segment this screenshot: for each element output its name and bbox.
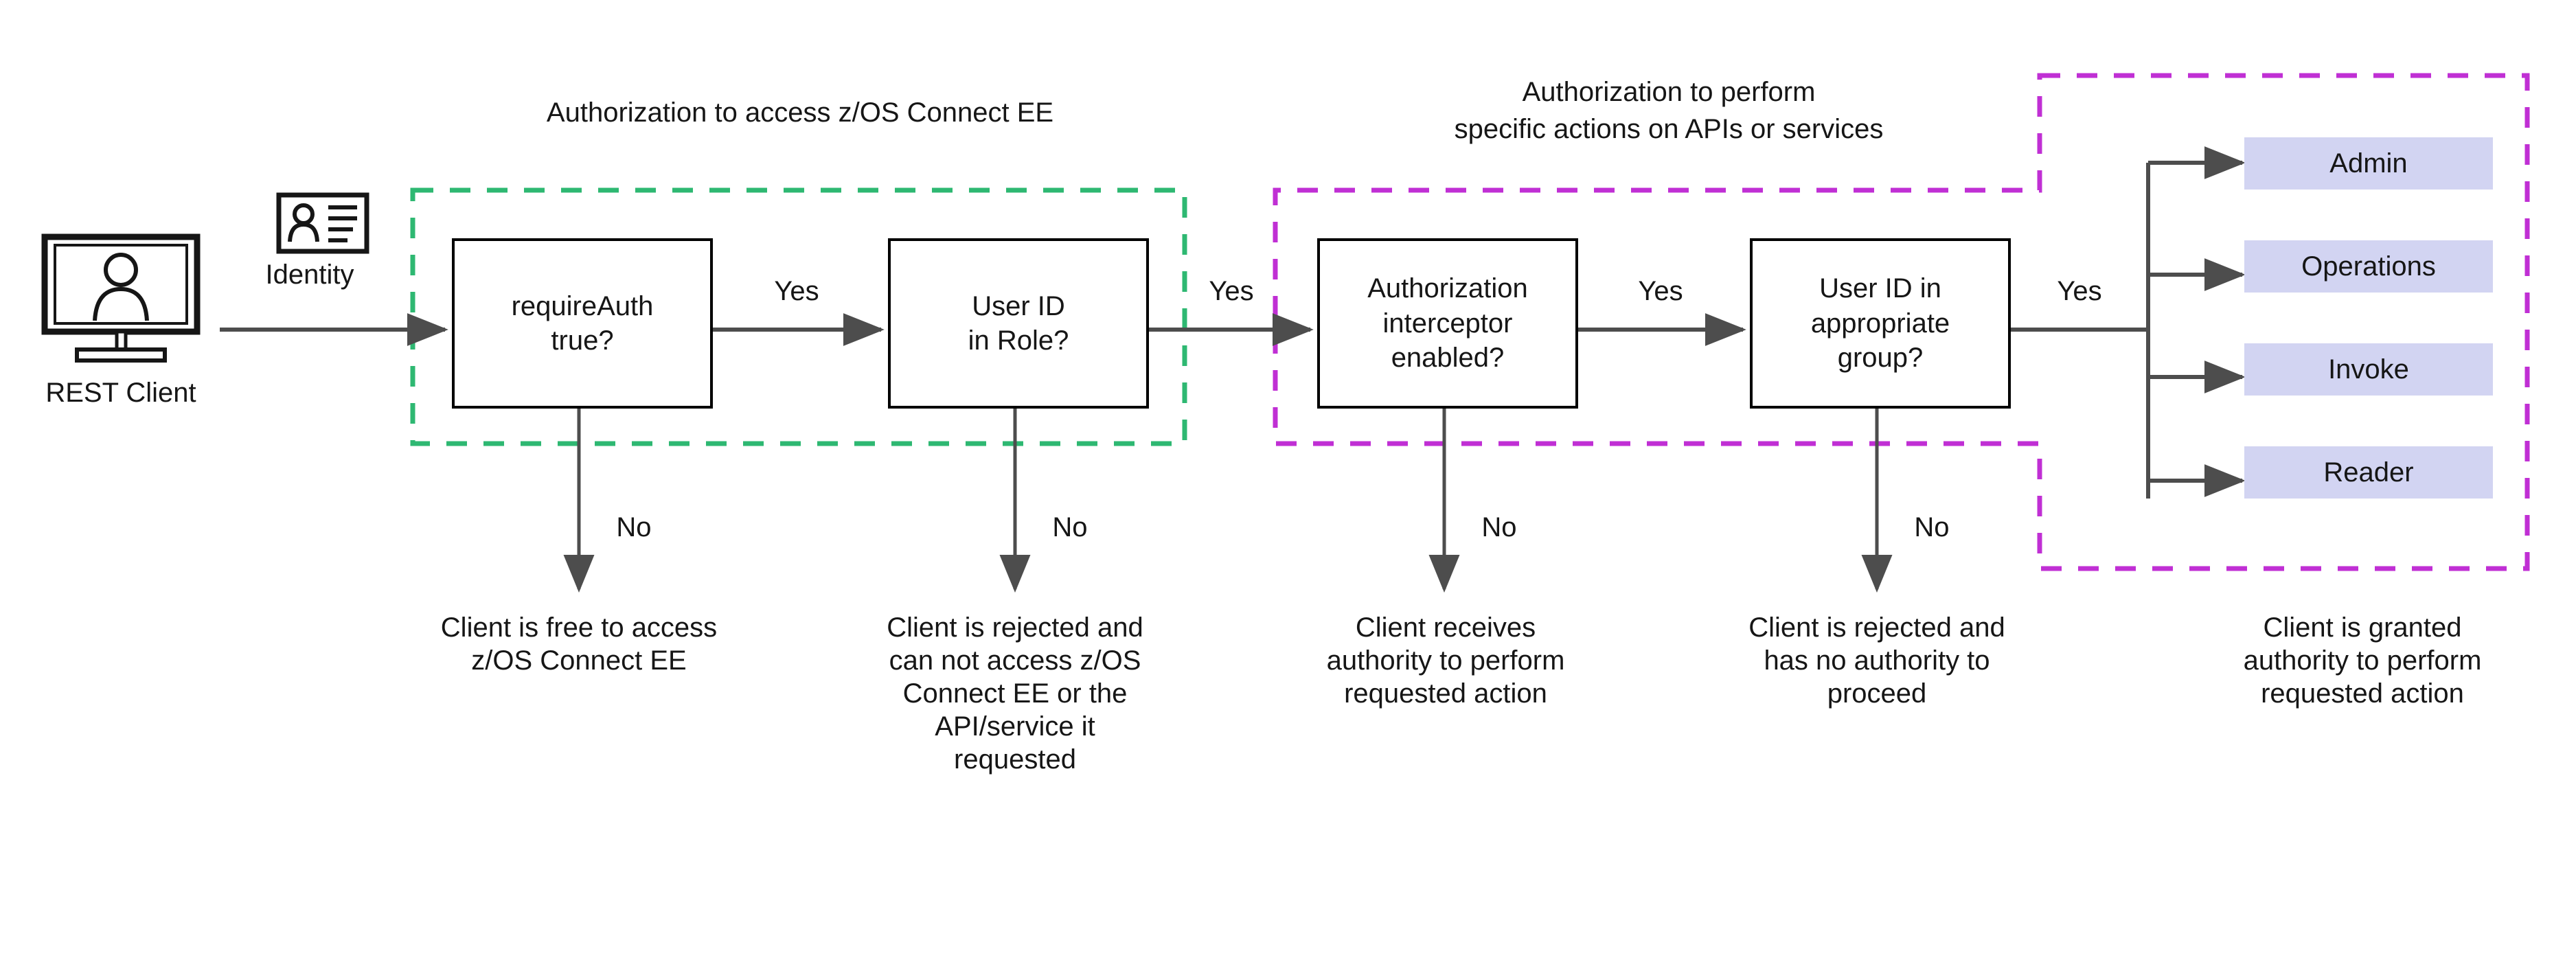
- rest-client-label: REST Client: [45, 378, 196, 408]
- yes-label-group: Yes: [2057, 276, 2102, 306]
- role-box-operations[interactable]: Operations: [2244, 240, 2493, 293]
- yes-label-requireauth: Yes: [774, 276, 819, 306]
- decision-box-authorization-interceptor[interactable]: Authorization interceptor enabled?: [1317, 238, 1578, 409]
- decision-box-user-id-in-role[interactable]: User ID in Role?: [888, 238, 1149, 409]
- decision-box-user-id-in-group[interactable]: User ID in appropriate group?: [1750, 238, 2011, 409]
- actions-group-title-line1: Authorization to perform: [1522, 77, 1816, 107]
- role-box-invoke[interactable]: Invoke: [2244, 343, 2493, 396]
- decision-box-require-auth[interactable]: requireAuth true?: [452, 238, 713, 409]
- identity-label: Identity: [265, 260, 354, 290]
- outcome-rejected-no-authority: Client is rejected and has no authority …: [1748, 613, 2005, 709]
- monitor-person-icon: [41, 233, 201, 363]
- no-label-interceptor: No: [1481, 512, 1517, 542]
- actions-group-title-line2: specific actions on APIs or services: [1454, 114, 1884, 144]
- access-group-title: Authorization to access z/OS Connect EE: [546, 98, 1054, 128]
- outcome-receives-authority: Client receives authority to perform req…: [1326, 613, 1565, 709]
- yes-label-role: Yes: [1209, 276, 1254, 306]
- yes-label-interceptor: Yes: [1638, 276, 1683, 306]
- role-box-admin[interactable]: Admin: [2244, 137, 2493, 190]
- id-badge-icon: [276, 192, 369, 254]
- no-label-role: No: [1052, 512, 1088, 542]
- no-label-group: No: [1914, 512, 1950, 542]
- outcome-rejected-access: Client is rejected and can not access z/…: [887, 613, 1143, 775]
- role-box-reader[interactable]: Reader: [2244, 446, 2493, 499]
- outcome-free-access: Client is free to access z/OS Connect EE: [440, 613, 718, 676]
- outcome-granted-authority: Client is granted authority to perform r…: [2243, 613, 2482, 709]
- no-label-requireauth: No: [616, 512, 652, 542]
